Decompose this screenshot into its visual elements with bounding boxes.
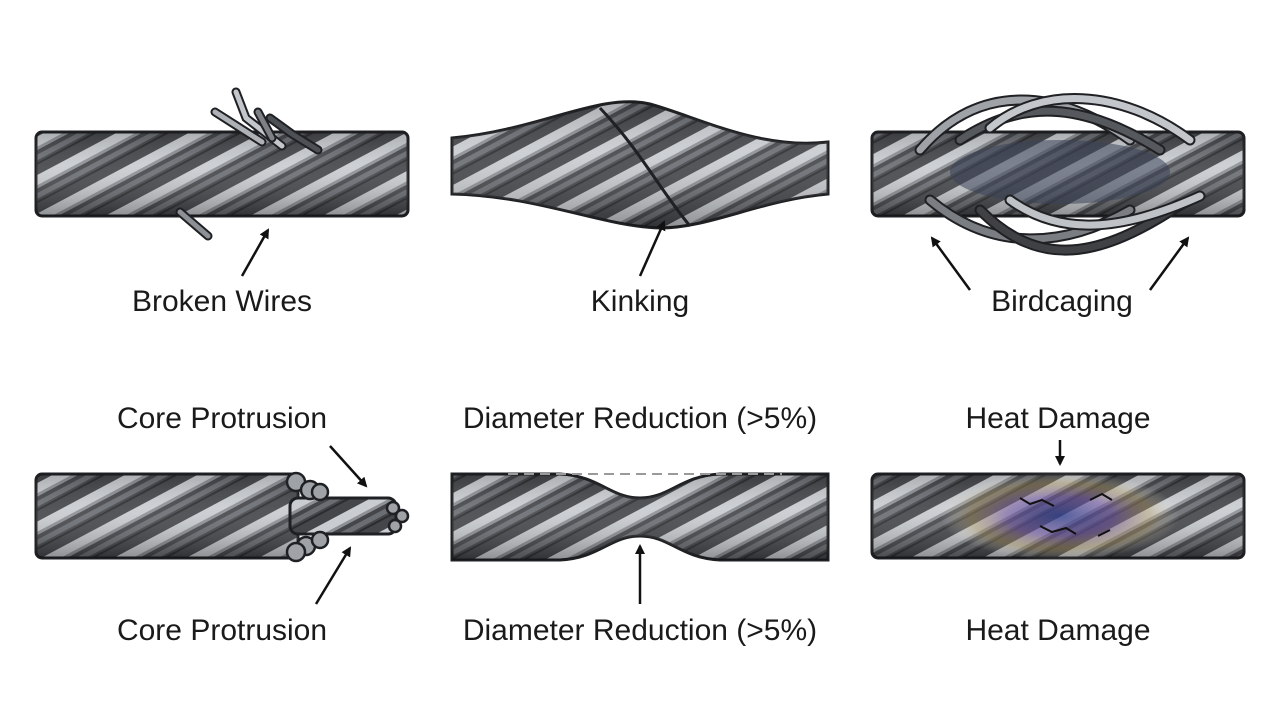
kinking-illustration — [450, 100, 830, 277]
birdcaging-arrow-right — [1148, 236, 1190, 291]
core-protrusion-arrow-bottom — [314, 546, 352, 605]
broken-wires-arrow — [240, 228, 270, 277]
core-protrusion-top-label: Core Protrusion — [116, 402, 328, 435]
diameter-reduction-top-label: Diameter Reduction (>5%) — [462, 402, 818, 435]
heat-damage-illustration — [870, 440, 1246, 560]
diameter-reduction-illustration — [450, 472, 830, 604]
heat-damage-top-label: Heat Damage — [965, 402, 1151, 435]
core-protrusion-arrow-top — [329, 445, 368, 488]
birdcaging-arrow-left — [930, 236, 972, 291]
birdcaging-illustration — [870, 93, 1246, 291]
heat-discoloration — [940, 472, 1180, 560]
broken-wires-illustration — [34, 87, 410, 277]
broken-wires-label: Broken Wires — [131, 285, 313, 318]
core-protrusion-illustration — [34, 445, 410, 605]
birdcaging-label: Birdcaging — [991, 285, 1133, 318]
strand-ends — [285, 471, 410, 563]
heat-cracks — [1019, 492, 1113, 537]
broken-wire-ends — [175, 87, 323, 241]
heat-damage-bottom-label: Heat Damage — [965, 614, 1151, 647]
protruding-core — [288, 496, 398, 536]
kinking-arrow — [638, 220, 666, 277]
core-protrusion-bottom-label: Core Protrusion — [116, 614, 328, 647]
splayed-strands — [914, 93, 1206, 256]
kinking-label: Kinking — [590, 285, 690, 318]
diameter-reduction-bottom-label: Diameter Reduction (>5%) — [462, 614, 818, 647]
